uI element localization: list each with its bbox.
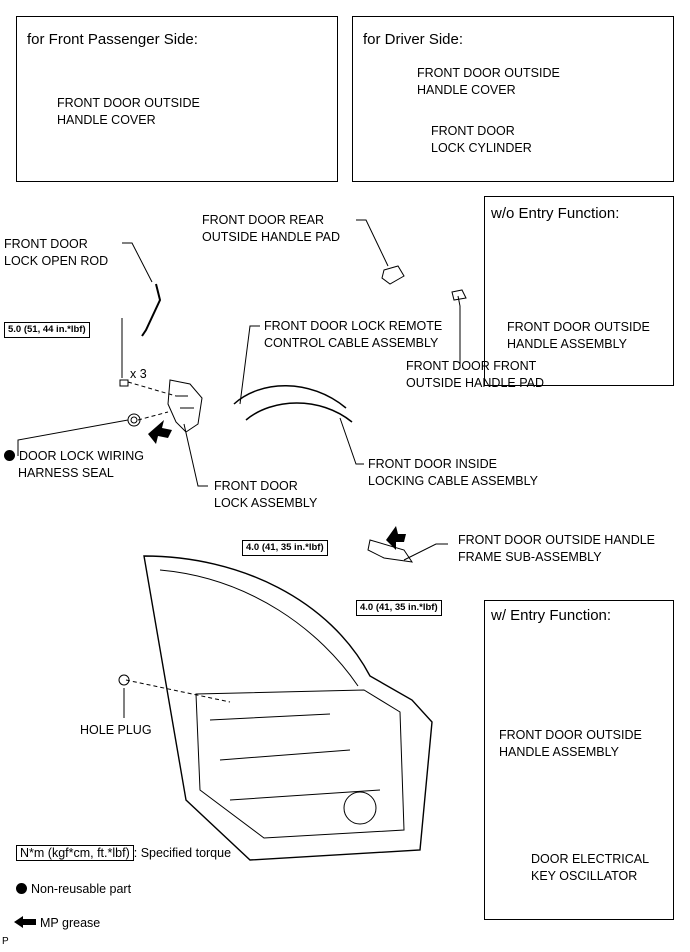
- corner-code: P: [2, 936, 9, 947]
- hole-plug-label: HOLE PLUG: [80, 723, 152, 737]
- non-reusable-dot-icon: [16, 883, 27, 894]
- leader-lock-assembly: [183, 423, 208, 487]
- legend-torque-unit: N*m (kgf*cm, ft.*lbf): [16, 845, 134, 861]
- torque-frame-top: 4.0 (41, 35 in.*lbf): [242, 540, 328, 556]
- harness-seal-label: DOOR LOCK WIRING HARNESS SEAL: [4, 448, 144, 482]
- legend-nonreusable: Non-reusable part: [16, 882, 131, 896]
- leader-inside-cable: [339, 417, 364, 465]
- inside-cable-label: FRONT DOOR INSIDE LOCKING CABLE ASSEMBLY: [368, 457, 538, 488]
- wo-entry-handle-label: FRONT DOOR OUTSIDE HANDLE ASSEMBLY: [507, 320, 650, 351]
- frame-label: FRONT DOOR OUTSIDE HANDLE FRAME SUB-ASSE…: [458, 533, 656, 564]
- wo-entry-title: w/o Entry Function:: [491, 205, 620, 222]
- driver-cover-label: FRONT DOOR OUTSIDE HANDLE COVER: [417, 66, 560, 97]
- non-reusable-dot-icon: [4, 450, 15, 461]
- front-pad-part: [451, 289, 467, 301]
- grease-arrow-icon: [14, 916, 36, 928]
- grease-arrow-frame: [386, 526, 406, 550]
- wo-entry-box: w/o Entry Function: FRONT DOOR OUTSIDE H…: [484, 196, 674, 386]
- grease-arrow-lock: [148, 420, 172, 444]
- passenger-side-title: for Front Passenger Side:: [27, 31, 198, 48]
- door-panel: [143, 555, 433, 861]
- driver-side-box: for Driver Side: FRONT DOOR OUTSIDE HAND…: [352, 16, 674, 182]
- oscillator-label: DOOR ELECTRICAL KEY OSCILLATOR: [531, 852, 650, 883]
- legend-grease: MP grease: [14, 916, 100, 930]
- open-rod-part: [141, 283, 162, 337]
- door-inner: [195, 689, 405, 839]
- hole-plug-part: [118, 674, 130, 686]
- w-entry-handle-label: FRONT DOOR OUTSIDE HANDLE ASSEMBLY: [499, 728, 642, 759]
- lock-assembly-part: [167, 379, 203, 433]
- bolt-part: [119, 379, 129, 387]
- w-entry-title: w/ Entry Function:: [491, 607, 612, 624]
- driver-cylinder-label: FRONT DOOR LOCK CYLINDER: [431, 124, 532, 155]
- remote-cable-label: FRONT DOOR LOCK REMOTE CONTROL CABLE ASS…: [264, 319, 443, 350]
- torque-lock: 5.0 (51, 44 in.*lbf): [4, 322, 90, 338]
- rear-pad-label: FRONT DOOR REAR OUTSIDE HANDLE PAD: [202, 213, 340, 244]
- inside-cable-part: [245, 402, 353, 423]
- frame-part: [367, 539, 414, 563]
- torque-frame-bottom: 4.0 (41, 35 in.*lbf): [356, 600, 442, 616]
- driver-side-title: for Driver Side:: [363, 31, 464, 48]
- leader-frame: [403, 543, 448, 561]
- legend-torque-desc: : Specified torque: [133, 846, 232, 860]
- legend-torque: N*m (kgf*cm, ft.*lbf): Specified torque: [16, 845, 232, 861]
- front-pad-label: FRONT DOOR FRONT OUTSIDE HANDLE PAD: [406, 359, 544, 390]
- w-entry-box: w/ Entry Function: FRONT DOOR OUTSIDE HA…: [484, 600, 674, 920]
- door-speaker: [343, 791, 377, 825]
- leader-harness-seal: [17, 419, 129, 456]
- door-window-frame: [159, 569, 359, 687]
- lock-assembly-label: FRONT DOOR LOCK ASSEMBLY: [214, 479, 318, 510]
- bolt-quantity: x 3: [130, 367, 147, 381]
- rear-pad-part: [381, 265, 405, 285]
- harness-seal-part: [127, 413, 141, 427]
- leader-rear-pad: [356, 219, 389, 267]
- leader-remote-cable: [239, 325, 260, 405]
- open-rod-label: FRONT DOOR LOCK OPEN ROD: [4, 237, 109, 268]
- leader-open-rod: [122, 242, 153, 283]
- remote-cable-part: [233, 385, 347, 409]
- passenger-side-box: for Front Passenger Side: FRONT DOOR OUT…: [16, 16, 338, 182]
- passenger-cover-label: FRONT DOOR OUTSIDE HANDLE COVER: [57, 96, 200, 127]
